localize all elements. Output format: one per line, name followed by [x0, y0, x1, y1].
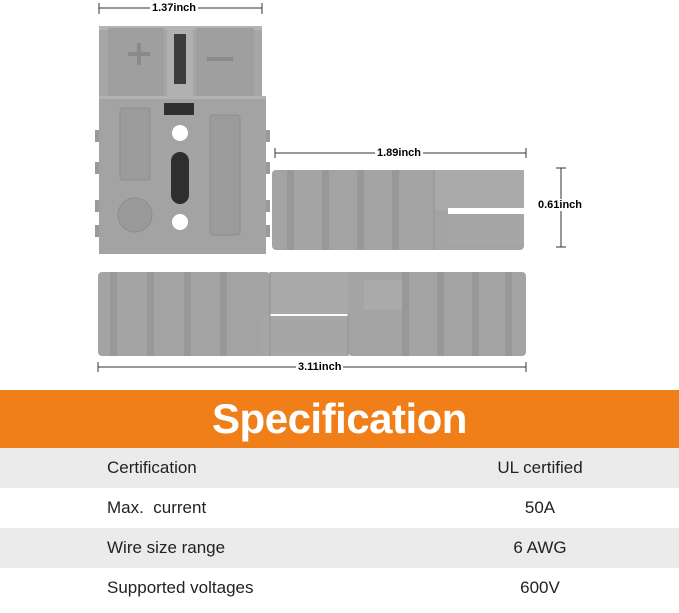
assembled-connectors — [98, 272, 526, 356]
specification-table: Certification UL certified Max. current … — [0, 448, 679, 608]
spec-label: Certification — [107, 458, 197, 477]
dimension-width-label: 1.37inch — [150, 2, 199, 14]
dimension-length-side-label: 1.89inch — [375, 147, 424, 159]
spec-label: Supported voltages — [107, 578, 254, 597]
side-view-connector — [272, 170, 524, 250]
spec-label: Max. current — [107, 498, 207, 517]
spec-value: 6 AWG — [513, 538, 567, 557]
connector-drawings — [95, 3, 566, 372]
table-row: Wire size range 6 AWG — [0, 528, 679, 568]
plus-icon — [128, 43, 150, 65]
table-row: Supported voltages 600V — [0, 568, 679, 608]
dimension-length-assembled-label: 3.11inch — [296, 361, 344, 373]
spec-value: UL certified — [497, 458, 583, 477]
table-row: Max. current 50A — [0, 488, 679, 528]
table-row: Certification UL certified — [0, 448, 679, 488]
specification-banner: Specification — [0, 390, 679, 448]
product-diagram: 1.37inch 1.89inch 0.61inch 3.11inch — [95, 2, 585, 373]
minus-icon — [207, 57, 233, 61]
spec-value: 600V — [520, 578, 560, 597]
specification-title: Specification — [212, 395, 467, 442]
dimension-height-label: 0.61inch — [536, 199, 585, 211]
spec-value: 50A — [524, 498, 556, 517]
front-view-connector — [95, 26, 270, 254]
spec-label: Wire size range — [107, 538, 226, 557]
